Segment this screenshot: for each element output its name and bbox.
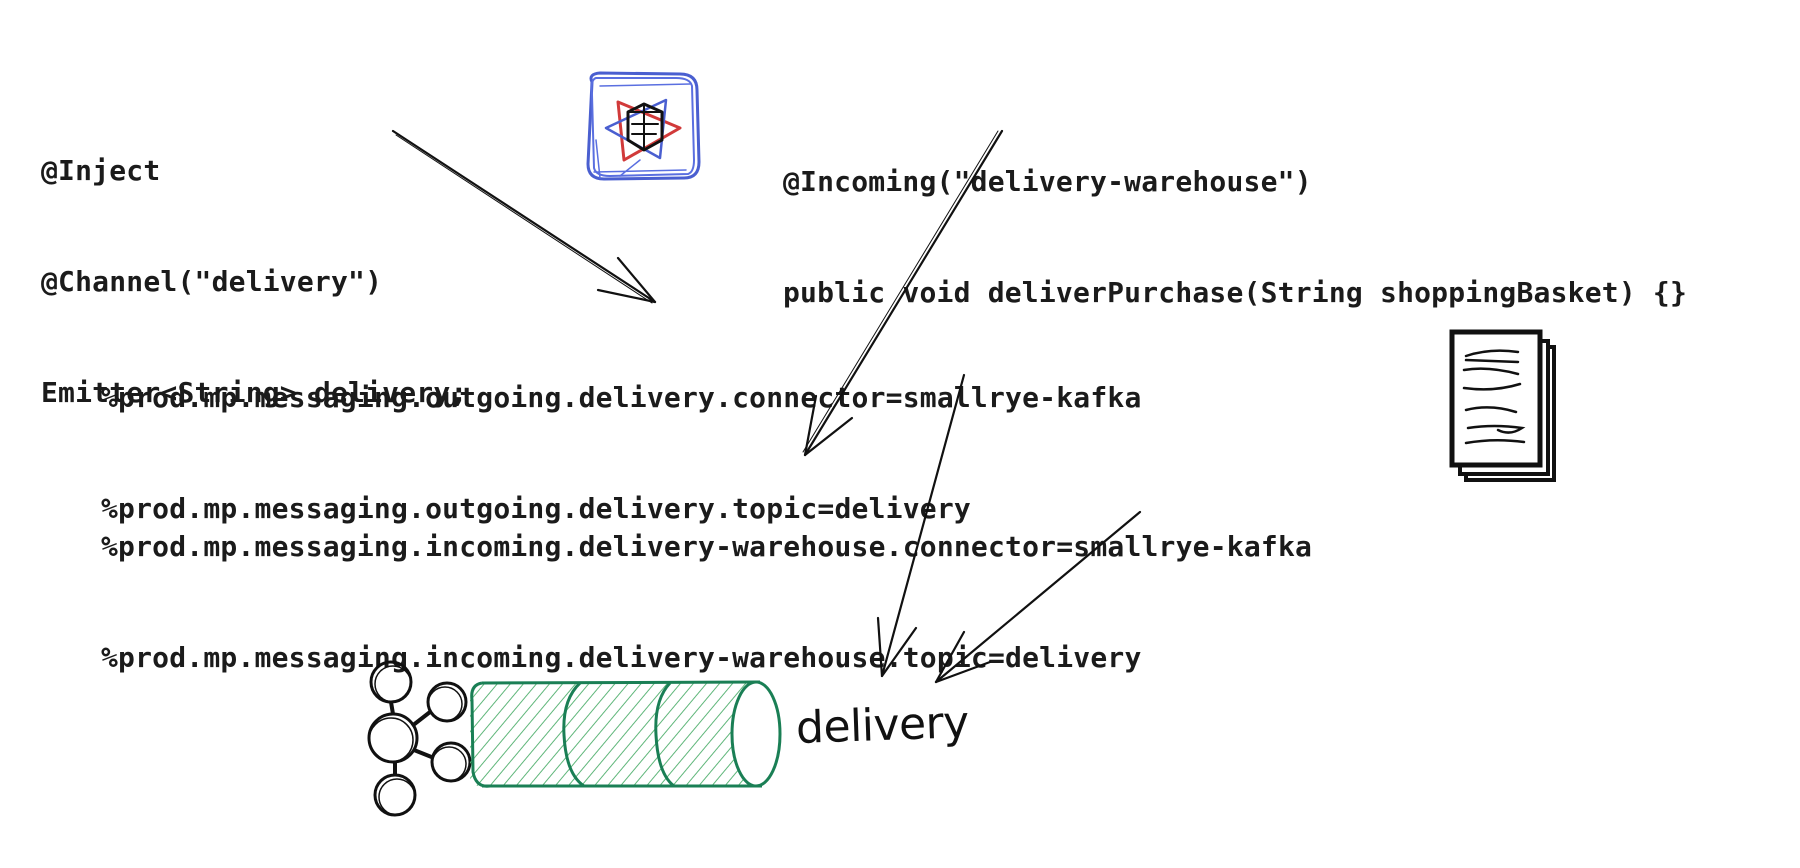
arrow-producer-to-outgoing (391, 129, 657, 304)
topic-cylinder-icon (470, 680, 782, 788)
code-line: public void deliverPurchase(String shopp… (783, 276, 1688, 309)
arrow-outgoing-topic-to-topic (876, 373, 966, 678)
kafka-logo-icon (367, 660, 472, 817)
config-line: %prod.mp.messaging.incoming.delivery-war… (101, 641, 1142, 674)
config-line: %prod.mp.messaging.outgoing.delivery.con… (101, 381, 1142, 414)
code-line: @Incoming("delivery-warehouse") (783, 165, 1312, 198)
producer-code-block: @Inject @Channel("delivery") Emitter<Str… (41, 78, 467, 448)
code-line: @Inject (41, 154, 161, 187)
code-line: @Channel("delivery") (41, 265, 383, 298)
incoming-config-block: %prod.mp.messaging.incoming.delivery-war… (101, 454, 1312, 713)
outgoing-config-block: %prod.mp.messaging.outgoing.delivery.con… (101, 305, 1142, 564)
config-line: %prod.mp.messaging.outgoing.delivery.top… (101, 492, 971, 525)
code-line: Emitter<String> delivery; (41, 376, 468, 409)
consumer-code-block: @Incoming("delivery-warehouse") public v… (783, 89, 1687, 348)
arrow-incoming-topic-to-topic (934, 510, 1142, 684)
document-stack-icon (1449, 329, 1556, 482)
quarkus-logo-icon (586, 71, 701, 181)
config-line: %prod.mp.messaging.incoming.delivery-war… (101, 530, 1313, 563)
arrow-consumer-to-incoming (802, 129, 1004, 457)
